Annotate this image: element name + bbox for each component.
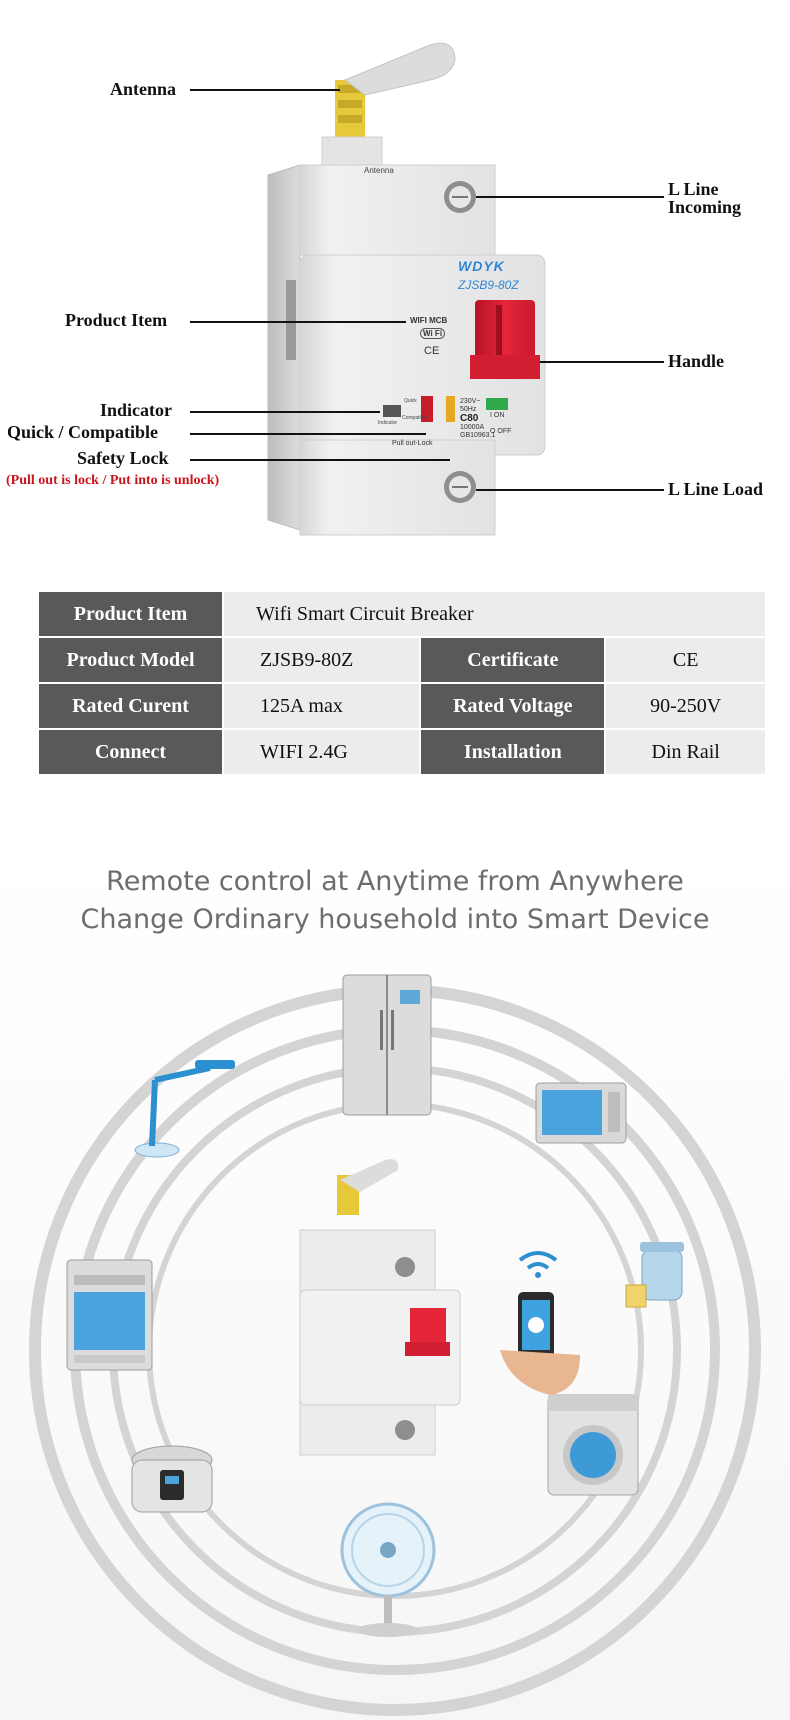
device-rating: C80 (460, 413, 479, 424)
rated-current-value: 125A max (224, 684, 420, 728)
l-line-load-label: L Line Load (668, 479, 764, 499)
product-item-value: Wifi Smart Circuit Breaker (224, 592, 765, 636)
installation-value: Din Rail (606, 730, 765, 774)
device-off: O OFF (490, 428, 512, 435)
safety-lock-label: Safety Lock (77, 448, 169, 468)
headline-2: Change Ordinary household into Smart Dev… (80, 904, 710, 935)
wifi-logo: Wi Fi (420, 328, 446, 339)
rated-voltage-value: 90-250V (606, 684, 765, 728)
fan-icon (340, 1502, 436, 1637)
indicator-leader (190, 411, 380, 413)
device-quick-small: Quick (404, 398, 417, 404)
product-item-label: Product Item (65, 310, 168, 330)
smartphone-icon (500, 1251, 580, 1395)
handle-label: Handle (668, 351, 725, 371)
certificate-header: Certificate (421, 638, 605, 682)
l-line-incoming-label-2: Incoming (668, 197, 742, 217)
headline-1: Remote control at Anytime from Anywhere (106, 866, 684, 897)
lamp-icon (134, 1060, 235, 1158)
table-row: Product Item Wifi Smart Circuit Breaker (39, 592, 765, 636)
rice-cooker-icon (131, 1445, 213, 1513)
device-standard: GB10963.1 (460, 432, 496, 439)
juicer-icon (625, 1242, 684, 1308)
device-antenna-text: Antenna (364, 166, 394, 175)
product-item-leader (190, 321, 406, 323)
wifi-mcb-text: WIFI MCB (410, 316, 448, 325)
device-model-text: ZJSB9-80Z (458, 278, 519, 292)
smart-home-illustration (29, 974, 761, 1716)
ce-mark: CE (424, 345, 440, 357)
device-breaking: 10000A (460, 424, 485, 431)
microwave-icon (535, 1082, 627, 1144)
handle-graphic (470, 300, 540, 379)
device-hz: 50Hz (460, 406, 477, 413)
center-breaker-icon (299, 1159, 461, 1456)
connect-header: Connect (39, 730, 223, 774)
l-line-incoming-label-1: L Line (668, 179, 719, 199)
washing-machine-icon (547, 1394, 639, 1496)
breaker-illustration (267, 42, 546, 536)
handle-leader (540, 361, 664, 363)
certificate-value: CE (606, 638, 765, 682)
rated-voltage-header: Rated Voltage (421, 684, 605, 728)
indicator-label: Indicator (100, 400, 172, 420)
device-volts: 230V~ (460, 398, 481, 405)
quick-compatible-leader (190, 433, 426, 435)
fridge-icon (342, 974, 432, 1116)
lock-note: (Pull out is lock / Put into is unlock) (6, 473, 220, 488)
product-item-header: Product Item (39, 592, 223, 636)
safety-lock-leader (190, 459, 450, 461)
promo-section: Remote control at Anytime from Anywhere … (0, 850, 790, 1720)
connect-value: WIFI 2.4G (224, 730, 420, 774)
breaker-diagram: Antenna WDYK ZJSB9-80Z WIFI MCB Wi Fi CE… (0, 0, 790, 560)
installation-header: Installation (421, 730, 605, 774)
table-row: Product Model ZJSB9-80Z Certificate CE (39, 638, 765, 682)
antenna-leader (190, 89, 340, 91)
device-compatible-small: Compatible (402, 415, 428, 421)
oven-icon (66, 1259, 153, 1371)
antenna-label: Antenna (110, 79, 177, 99)
spec-table: Product Item Wifi Smart Circuit Breaker … (37, 590, 767, 776)
l-line-load-leader (476, 489, 664, 491)
product-model-value: ZJSB9-80Z (224, 638, 420, 682)
table-row: Connect WIFI 2.4G Installation Din Rail (39, 730, 765, 774)
rated-current-header: Rated Curent (39, 684, 223, 728)
brand-logo: WDYK (458, 258, 505, 274)
l-line-incoming-leader (476, 196, 664, 198)
device-pull-out-lock: Pull out-Lock (392, 440, 433, 447)
table-row: Rated Curent 125A max Rated Voltage 90-2… (39, 684, 765, 728)
quick-compatible-label: Quick / Compatible (7, 422, 159, 442)
device-indicator-small: Indicator (378, 420, 398, 426)
device-on: I ON (490, 412, 505, 419)
antenna-graphic (335, 42, 456, 140)
product-model-header: Product Model (39, 638, 223, 682)
